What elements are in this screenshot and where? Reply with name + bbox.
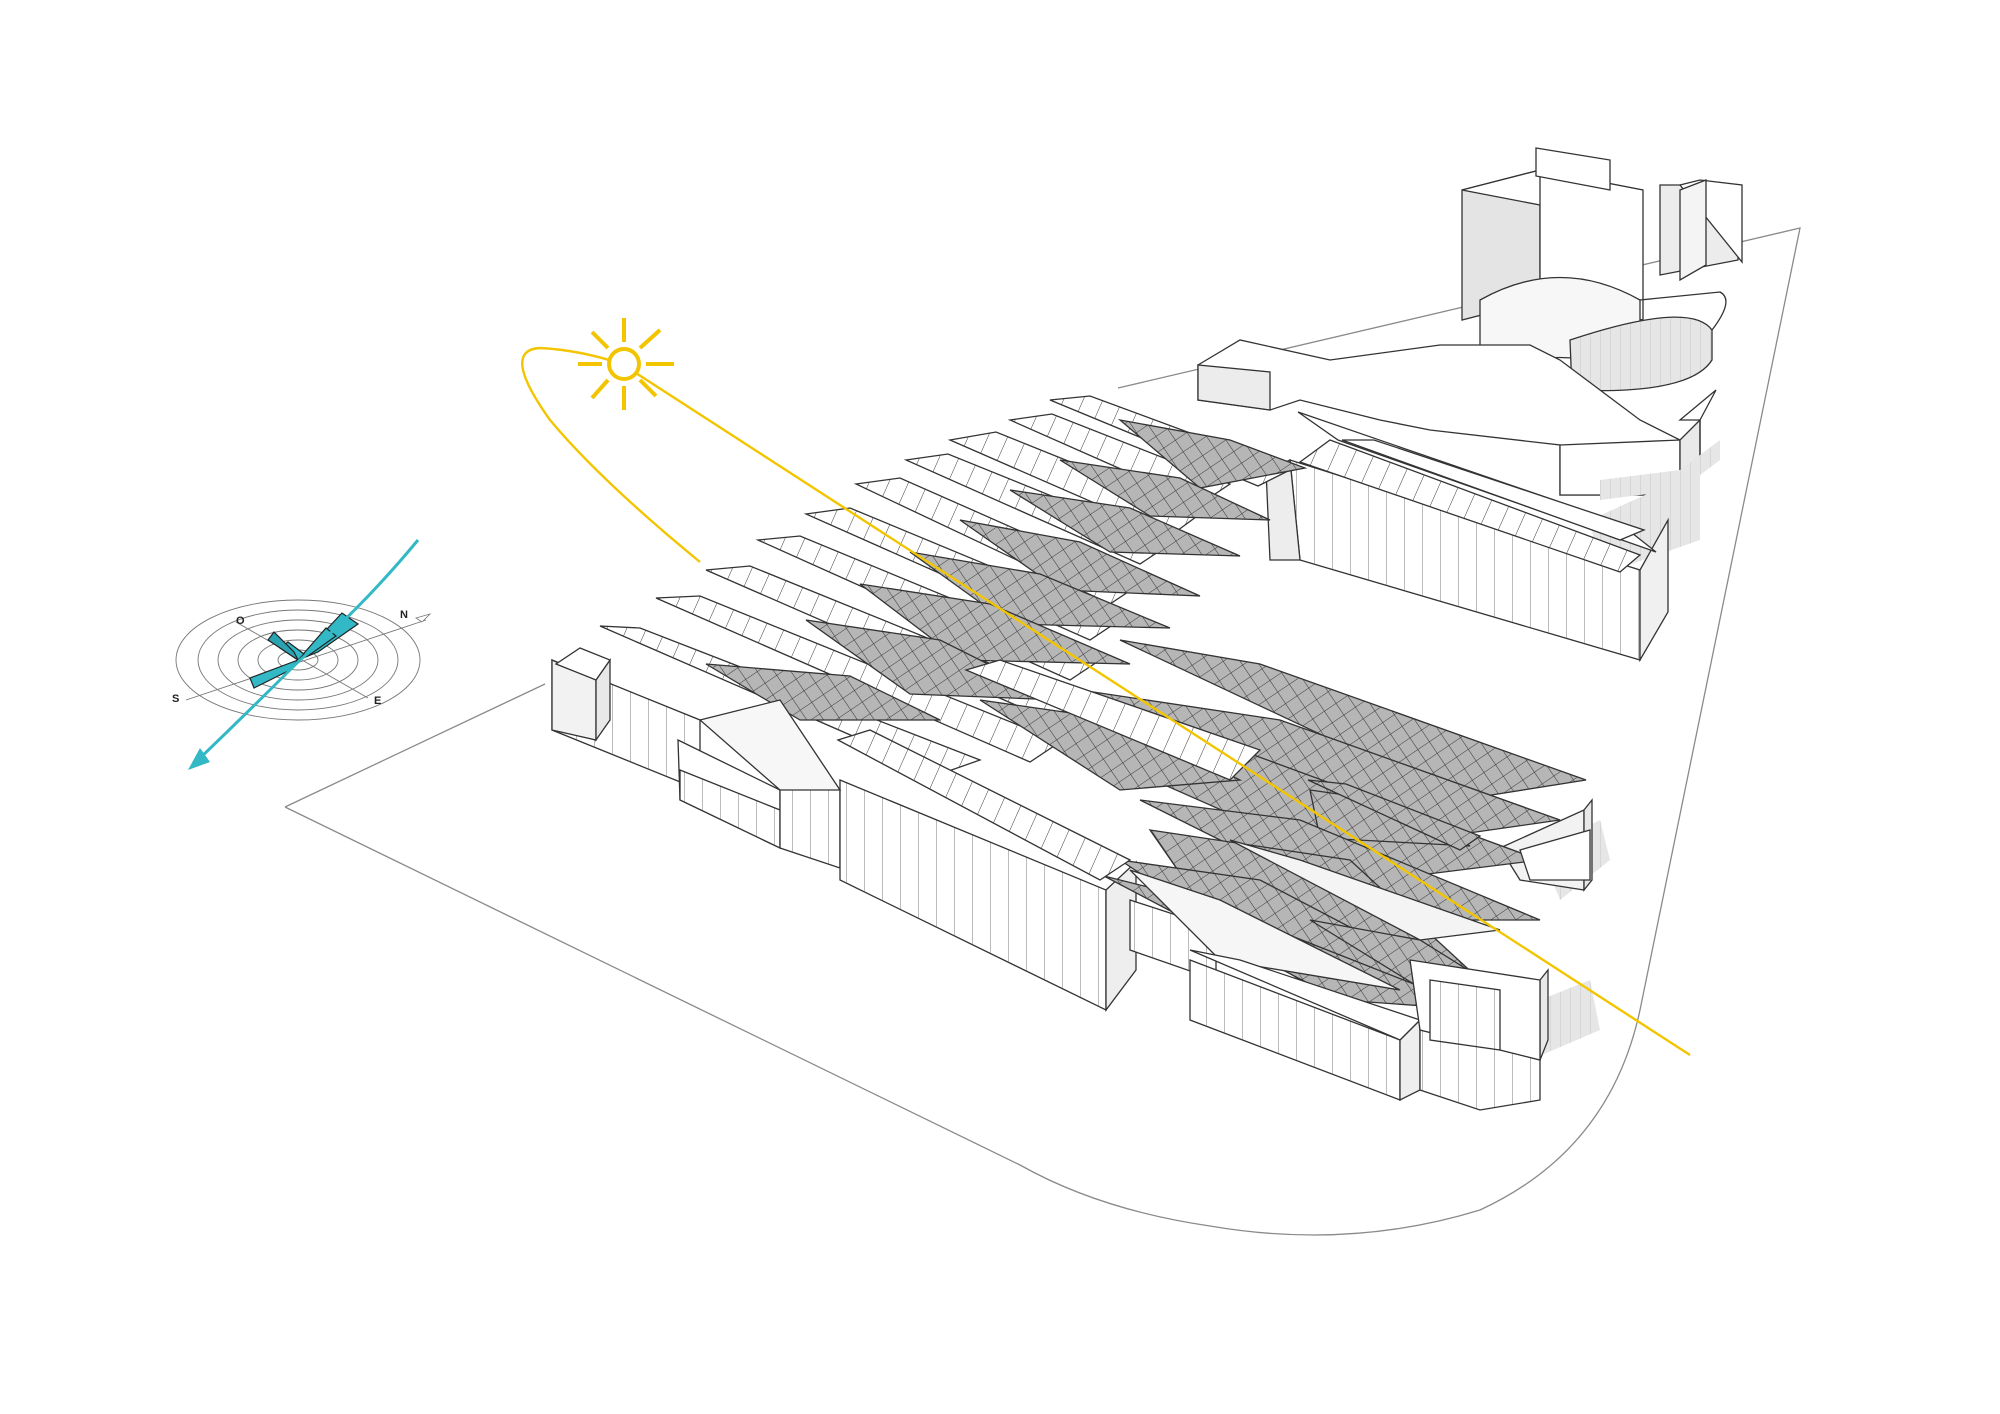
- pv-canopies: [705, 418, 1587, 1011]
- compass-label-north: N: [400, 609, 408, 621]
- wind-direction-arrow: [188, 539, 420, 770]
- arrow-head-icon: [188, 748, 210, 770]
- neighbouring-buildings: [1197, 147, 1743, 500]
- site-boundary: [284, 227, 1801, 1236]
- compass-label-south: S: [172, 693, 179, 705]
- sun-path: [521, 318, 1691, 1057]
- compass-label-east: E: [374, 695, 381, 707]
- compass-label-west: O: [236, 615, 245, 627]
- north-arrow-icon: [415, 613, 432, 623]
- sun-icon: [578, 318, 674, 410]
- main-building: [551, 395, 1700, 1111]
